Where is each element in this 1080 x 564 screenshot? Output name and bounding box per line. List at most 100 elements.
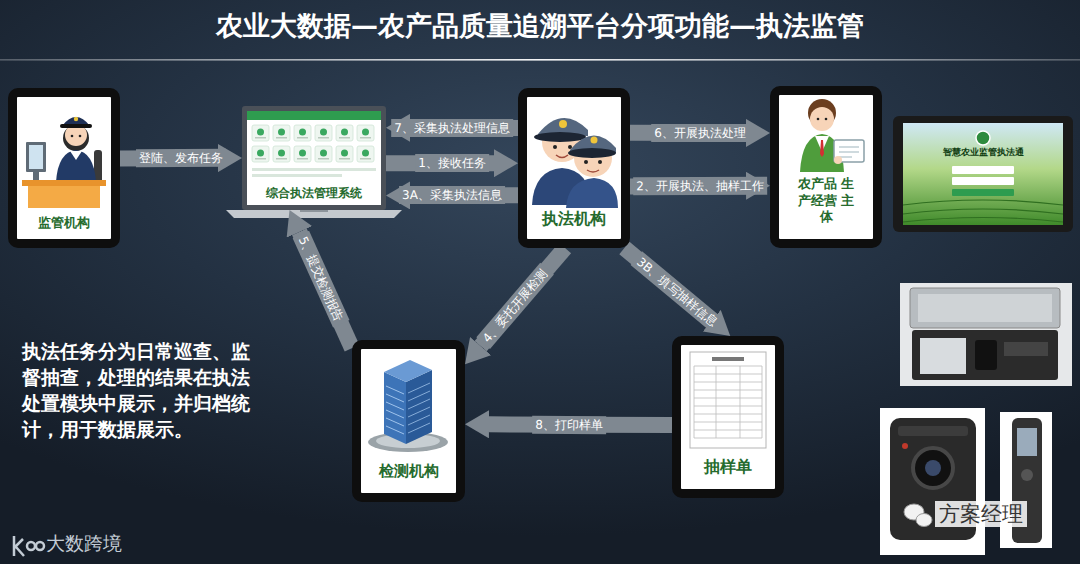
management-system-screen xyxy=(357,125,374,141)
body-camera-photo xyxy=(880,408,985,555)
producer-icon xyxy=(817,118,820,121)
app-tablet-photo xyxy=(903,200,1063,222)
management-system-screen xyxy=(294,146,311,162)
equipment-case-photo xyxy=(920,338,966,374)
officer-at-desk-icon xyxy=(71,135,74,138)
management-system-screen xyxy=(252,146,269,162)
app-tablet-photo xyxy=(976,131,990,145)
arrow-label: 登陆、发布任务 xyxy=(136,149,226,167)
tablet-screens xyxy=(17,97,111,239)
body-camera-photo xyxy=(925,460,941,476)
equipment-case-photo xyxy=(1004,342,1048,356)
management-system-screen xyxy=(294,125,311,141)
officer-at-desk-icon xyxy=(56,150,96,182)
police-officers-icon xyxy=(568,148,616,158)
note-text: 执法任务分为日常巡查、监督抽查，处理的结果在执法处置模块中展示，并归档统计，用于… xyxy=(22,338,264,442)
equipment-case-photo xyxy=(900,283,1072,386)
police-officers-icon xyxy=(553,145,557,149)
police-officers-icon xyxy=(566,178,618,208)
body-camera-photo xyxy=(880,408,985,555)
watermark: 大数跨境 xyxy=(46,531,122,555)
voice-recorder-photo xyxy=(1021,469,1033,481)
tablet-screens xyxy=(681,345,775,489)
voice-recorder-photo xyxy=(1000,412,1052,548)
brand-logo xyxy=(36,542,44,550)
tablet-screens xyxy=(779,95,873,239)
flow-arrow xyxy=(489,416,672,433)
body-camera-photo xyxy=(898,426,968,436)
tablet-screens xyxy=(17,95,873,493)
lab-building-icon xyxy=(406,370,432,444)
tablet-screens xyxy=(527,97,621,239)
sampling-form-icon xyxy=(712,357,744,361)
lab-building-icon xyxy=(384,360,432,382)
sampling-form-icon xyxy=(690,352,766,448)
producer-icon xyxy=(825,118,828,121)
officer-at-desk-icon xyxy=(33,172,39,180)
tablet-node: 农产品 生产经营 主体 xyxy=(770,86,882,248)
sampling-form-icon xyxy=(690,352,766,448)
body-camera-photo xyxy=(902,443,908,449)
producer-icon xyxy=(820,140,824,157)
arrow-label: 2、开展执法、抽样工作 xyxy=(633,177,767,196)
app-tablet-photo xyxy=(952,166,1014,174)
officer-at-desk-icon xyxy=(79,135,82,138)
lab-building-icon xyxy=(368,360,448,452)
arrow-label: 7、采集执法处理信息 xyxy=(391,119,513,137)
arrow-label: 6、开展执法处理 xyxy=(651,124,749,142)
management-system-screen xyxy=(252,174,342,177)
police-officers-icon xyxy=(534,132,586,142)
page-title: 农业大数据—农产品质量追溯平台分项功能—执法监管 xyxy=(0,6,1080,46)
police-officers-icon xyxy=(598,160,602,164)
management-system-screen xyxy=(336,146,353,162)
brand-logo xyxy=(14,536,24,556)
tablet-node: 监管机构 xyxy=(8,88,120,248)
police-officers-icon xyxy=(584,160,588,164)
police-officers-icon xyxy=(591,137,598,144)
police-officers-icon xyxy=(532,118,618,208)
officer-at-desk-icon xyxy=(70,151,82,160)
management-system-screen xyxy=(315,146,332,162)
arrow-label: 4、委托开展检测 xyxy=(476,263,553,349)
producer-icon xyxy=(810,107,834,131)
management-system-screen xyxy=(247,111,381,120)
lab-building-icon xyxy=(408,383,430,433)
node-label: 抽样单 xyxy=(704,457,752,477)
officer-at-desk-icon xyxy=(60,124,92,128)
arrow-label: 1、接收任务 xyxy=(415,154,489,172)
voice-recorder-photo xyxy=(1017,428,1037,456)
arrow-label: 5、提交检测报告 xyxy=(292,231,349,327)
app-tablet-photo xyxy=(952,177,1014,185)
watermark: 方案经理 xyxy=(935,501,1027,527)
body-camera-photo xyxy=(913,448,953,488)
lab-building-icon xyxy=(384,372,406,444)
officer-at-desk-icon xyxy=(74,117,78,121)
app-title: 智慧农业监管执法通 xyxy=(936,146,1030,158)
sampling-form-icon xyxy=(694,366,762,438)
management-system-screen xyxy=(273,146,290,162)
management-system-screen xyxy=(226,210,402,218)
tablet-screens xyxy=(247,111,381,205)
wechat-icon xyxy=(904,504,932,527)
title-rule xyxy=(0,59,1080,61)
equipment-case-photo xyxy=(975,340,997,370)
node-label: 执法机构 xyxy=(542,209,606,229)
brand-logo xyxy=(14,536,44,556)
wechat-icon xyxy=(916,514,932,527)
lab-building-icon xyxy=(386,386,404,434)
node-label: 农产品 生产经营 主体 xyxy=(796,176,856,225)
officer-at-desk-icon xyxy=(22,117,106,208)
equipment-case-photo xyxy=(910,288,1060,328)
equipment-case-photo xyxy=(900,283,1072,386)
police-officers-icon xyxy=(587,170,599,172)
officer-at-desk-icon xyxy=(63,125,89,151)
management-system-screen xyxy=(273,125,290,141)
laptop-node: 综合执法管理系统 xyxy=(242,106,386,210)
arrow-label: 8、打印样单 xyxy=(532,416,606,434)
tablet-node: 抽样单 xyxy=(672,336,784,498)
voice-recorder-photo xyxy=(1000,412,1052,548)
officer-at-desk-icon xyxy=(26,142,46,172)
producer-icon xyxy=(800,99,864,172)
node-label: 监管机构 xyxy=(38,215,90,231)
